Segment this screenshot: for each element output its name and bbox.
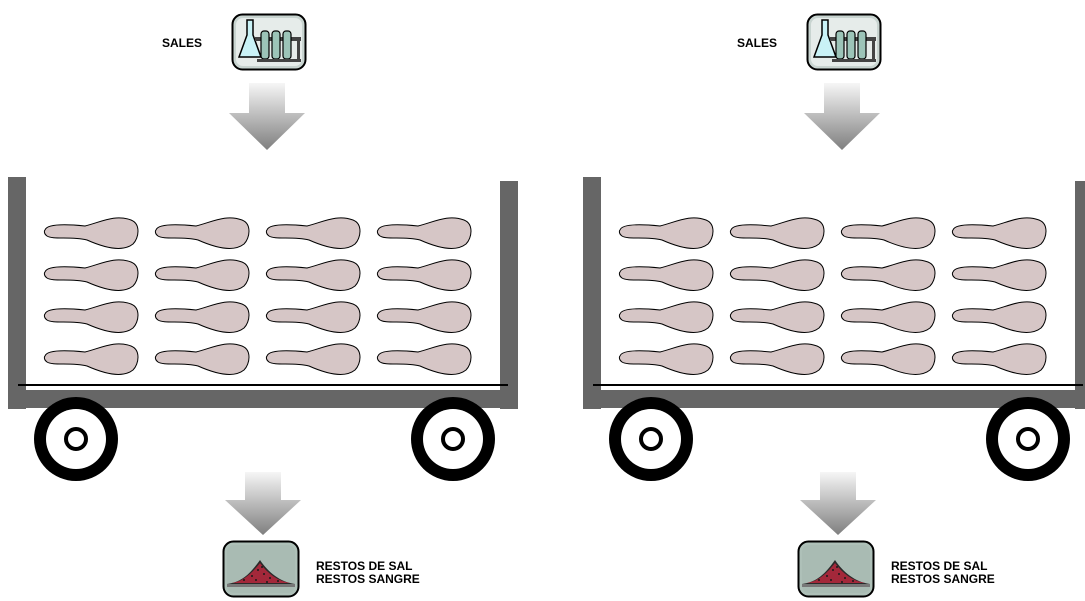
cart-right-wall bbox=[1075, 181, 1085, 409]
lab-flask-icon bbox=[806, 13, 882, 71]
ham-icon bbox=[729, 259, 825, 291]
ham-icon bbox=[43, 217, 139, 249]
ham-icon bbox=[840, 217, 936, 249]
output-line-2: RESTOS SANGRE bbox=[316, 572, 420, 586]
cart-base bbox=[583, 390, 1085, 408]
ham-icon bbox=[729, 217, 825, 249]
ham-icon bbox=[265, 301, 361, 333]
wheel-axle bbox=[1016, 427, 1040, 451]
lab-flask-icon bbox=[231, 13, 307, 71]
ham-icon bbox=[376, 259, 472, 291]
cart-right-wall bbox=[500, 181, 518, 409]
salt-pile-icon bbox=[797, 540, 875, 598]
cart-left-wall bbox=[8, 177, 26, 409]
ham-icon bbox=[840, 259, 936, 291]
wheel-hub bbox=[621, 409, 681, 469]
ham-icon bbox=[43, 259, 139, 291]
ham-icon bbox=[154, 217, 250, 249]
ham-icon bbox=[618, 217, 714, 249]
ham-icon bbox=[951, 259, 1047, 291]
wheel-hub bbox=[46, 409, 106, 469]
output-arrow bbox=[223, 472, 303, 536]
cart bbox=[8, 175, 520, 490]
sales-label: SALES bbox=[737, 36, 778, 50]
ham-icon bbox=[43, 301, 139, 333]
wheel-axle bbox=[64, 427, 88, 451]
ham-icon bbox=[618, 259, 714, 291]
output-line-1: RESTOS DE SAL bbox=[316, 559, 413, 573]
output-line-1: RESTOS DE SAL bbox=[891, 559, 988, 573]
sales-label: SALES bbox=[162, 36, 203, 50]
output-label: RESTOS DE SAL RESTOS SANGRE bbox=[316, 560, 420, 586]
output-label: RESTOS DE SAL RESTOS SANGRE bbox=[891, 560, 995, 586]
ham-icon bbox=[265, 343, 361, 375]
salting-unit-right: SALES bbox=[575, 0, 1085, 601]
wheel-axle bbox=[441, 427, 465, 451]
ham-icon bbox=[618, 343, 714, 375]
ham-icon bbox=[840, 301, 936, 333]
ham-icon bbox=[729, 301, 825, 333]
input-arrow bbox=[802, 83, 882, 151]
ham-icon bbox=[265, 259, 361, 291]
ham-icon bbox=[376, 217, 472, 249]
ham-icon bbox=[376, 301, 472, 333]
ham-icon bbox=[154, 301, 250, 333]
ham-icon bbox=[840, 343, 936, 375]
ham-icon bbox=[618, 301, 714, 333]
wheel-hub bbox=[998, 409, 1058, 469]
cart-left-wall bbox=[583, 177, 601, 409]
ham-icon bbox=[154, 343, 250, 375]
ham-icon bbox=[265, 217, 361, 249]
ham-icon bbox=[729, 343, 825, 375]
wheel-hub bbox=[423, 409, 483, 469]
input-arrow bbox=[227, 83, 307, 151]
output-line-2: RESTOS SANGRE bbox=[891, 572, 995, 586]
salting-unit-left: SALES bbox=[0, 0, 520, 601]
cart-drawing bbox=[8, 177, 518, 481]
ham-icon bbox=[951, 343, 1047, 375]
wheel-axle bbox=[639, 427, 663, 451]
ham-icon bbox=[154, 259, 250, 291]
ham-icon bbox=[376, 343, 472, 375]
output-arrow bbox=[798, 472, 878, 536]
salt-pile-icon bbox=[222, 540, 300, 598]
ham-icon bbox=[951, 217, 1047, 249]
ham-icon bbox=[951, 301, 1047, 333]
ham-icon bbox=[43, 343, 139, 375]
cart-drawing bbox=[583, 177, 1085, 481]
cart bbox=[583, 175, 1085, 490]
cart-base bbox=[8, 390, 518, 408]
